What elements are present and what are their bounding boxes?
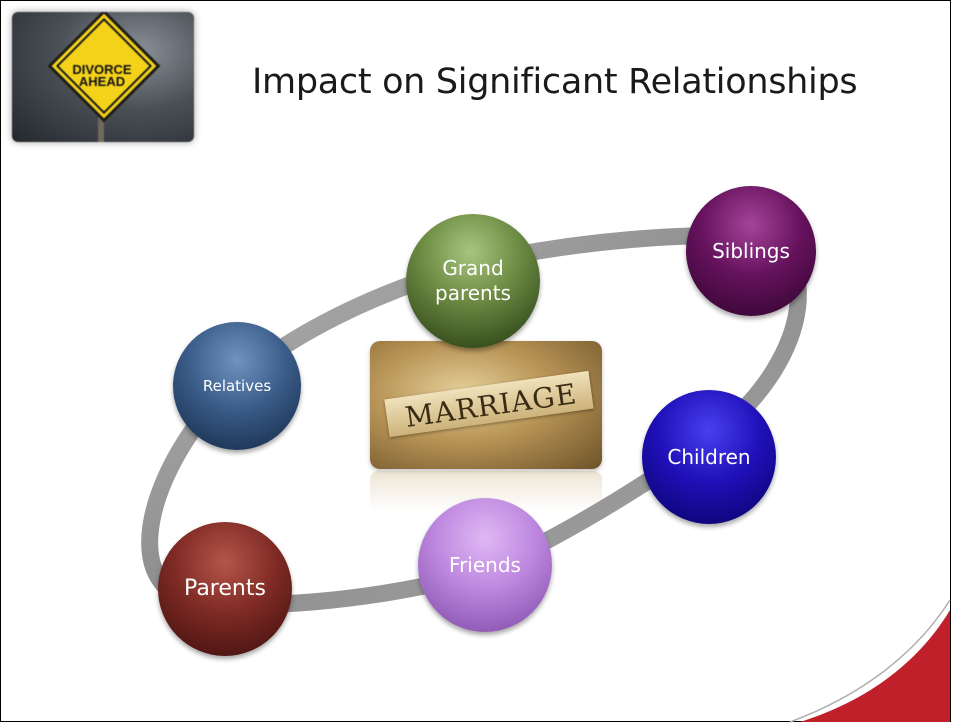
relatives-label: Relatives (202, 376, 272, 395)
sign-text: DIVORCE AHEAD (40, 62, 164, 89)
sign-post (98, 112, 104, 142)
parents-label: Parents (184, 576, 266, 602)
grandparents-circle: Grand parents (406, 214, 540, 348)
slide-title: Impact on Significant Relationships (252, 62, 858, 102)
friends-circle: Friends (418, 498, 552, 632)
children-label: Children (667, 444, 751, 469)
grandparents-label: Grand parents (435, 256, 511, 305)
parents-circle: Parents (158, 522, 292, 656)
relatives-circle: Relatives (173, 322, 301, 450)
swoosh-line (789, 599, 951, 723)
children-circle: Children (642, 390, 776, 524)
sign-text-line1: DIVORCE (72, 62, 132, 77)
siblings-circle: Siblings (686, 186, 816, 316)
siblings-label: Siblings (712, 238, 790, 263)
friends-label: Friends (449, 552, 521, 577)
marriage-image: MARRIAGE (370, 341, 602, 469)
divorce-ahead-sign-image: DIVORCE AHEAD (12, 12, 194, 142)
sign-text-line2: AHEAD (78, 74, 126, 89)
swoosh-red (800, 610, 950, 722)
